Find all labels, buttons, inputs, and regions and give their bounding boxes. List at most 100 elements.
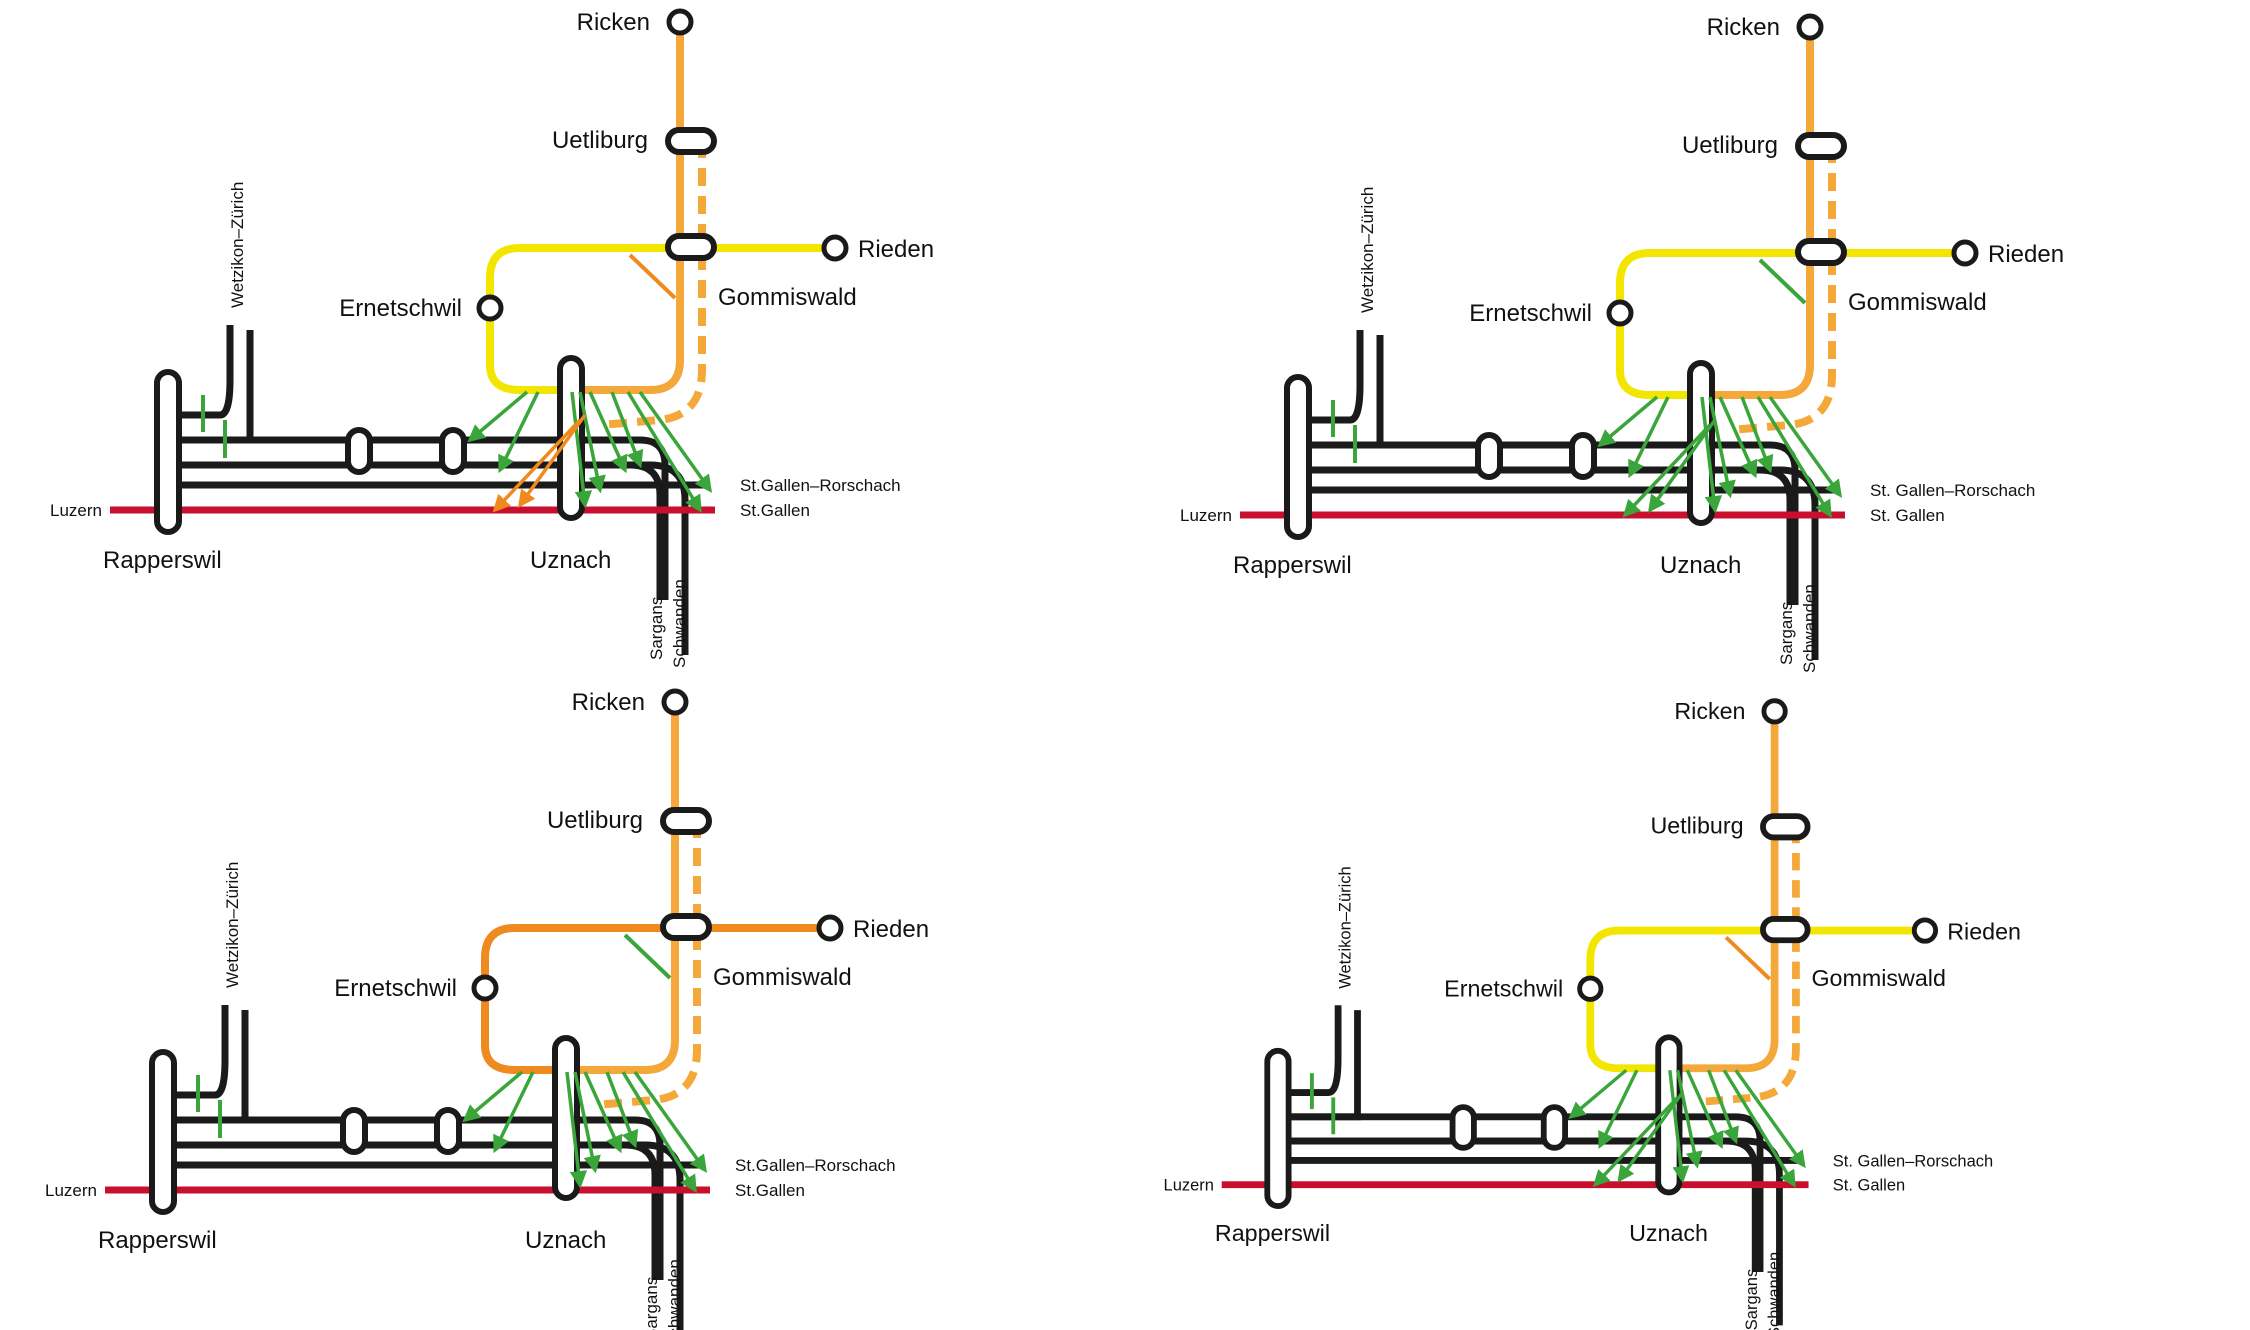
intermediate-station-1 xyxy=(345,427,373,475)
label-luzern: Luzern xyxy=(45,1181,97,1200)
rieden-station xyxy=(821,234,849,262)
uznach-station xyxy=(552,1035,580,1201)
label-st-gallen-rorschach: St. Gallen–Rorschach xyxy=(1870,481,2035,500)
uznach-transfer-arrows xyxy=(462,1070,708,1193)
panel-top-right: Ricken Uetliburg Rieden Gommiswald Ernet… xyxy=(1180,13,2064,673)
ricken-station xyxy=(666,8,694,36)
ricken-line-dashed xyxy=(599,140,706,429)
intermediate-station-1 xyxy=(1449,1104,1477,1151)
intermediate-station-2 xyxy=(434,1107,462,1155)
label-ernetschwil: Ernetschwil xyxy=(334,975,457,1002)
gommiswald-transfer-link xyxy=(1724,935,1772,981)
ernetschwil-station xyxy=(1577,975,1604,1002)
label-schwanden: Schwanden xyxy=(665,1259,684,1330)
panels: Ricken Uetliburg Rieden Gommiswald Ernet… xyxy=(45,8,2064,1330)
intermediate-station-2 xyxy=(1569,432,1597,480)
gommiswald-transfer-link xyxy=(628,253,677,300)
label-luzern: Luzern xyxy=(1180,506,1232,525)
gommiswald-station xyxy=(660,913,712,941)
label-sargans: Sargans xyxy=(642,1277,661,1330)
uetliburg-station xyxy=(660,807,712,835)
gommiswald-station xyxy=(1760,916,1811,944)
ernetschwil-loop xyxy=(481,924,685,1074)
label-st-gallen-rorschach: St.Gallen–Rorschach xyxy=(740,476,901,495)
label-rapperswil: Rapperswil xyxy=(103,547,222,574)
label-uznach: Uznach xyxy=(525,1227,606,1254)
ricken-station xyxy=(1796,13,1824,41)
rapperswil-station xyxy=(1264,1047,1292,1209)
panel-bottom-right: Ricken Uetliburg Rieden Gommiswald Ernet… xyxy=(1164,698,2021,1330)
ricken-line xyxy=(556,18,684,394)
label-ernetschwil: Ernetschwil xyxy=(339,295,462,322)
rapperswil-transfers xyxy=(201,395,227,458)
label-sargans: Sargans xyxy=(647,597,666,660)
rapperswil-transfers xyxy=(1309,1073,1336,1135)
label-rapperswil: Rapperswil xyxy=(1233,552,1352,579)
label-uznach: Uznach xyxy=(1660,552,1741,579)
label-gommiswald: Gommiswald xyxy=(1811,965,1945,991)
label-st-gallen: St.Gallen xyxy=(735,1181,805,1200)
uznach-transfer-arrows xyxy=(467,390,713,513)
ernetschwil-loop xyxy=(1586,926,1785,1073)
label-ricken: Ricken xyxy=(1707,14,1780,41)
label-uznach: Uznach xyxy=(530,547,611,574)
label-luzern: Luzern xyxy=(50,501,102,520)
label-st-gallen-rorschach: St. Gallen–Rorschach xyxy=(1833,1152,1993,1170)
rapperswil-transfers xyxy=(196,1075,222,1138)
label-rieden: Rieden xyxy=(1947,918,2021,944)
intermediate-station-1 xyxy=(340,1107,368,1155)
panel-top-left: Ricken Uetliburg Rieden Gommiswald Ernet… xyxy=(50,8,934,668)
rapperswil-station xyxy=(149,1049,177,1215)
uznach-station xyxy=(1655,1034,1683,1196)
label-uetliburg: Uetliburg xyxy=(547,807,643,834)
label-schwanden: Schwanden xyxy=(1800,584,1819,673)
intermediate-station-2 xyxy=(1540,1104,1568,1151)
label-st-gallen-rorschach: St.Gallen–Rorschach xyxy=(735,1156,896,1175)
label-sargans: Sargans xyxy=(1777,602,1796,665)
ernetschwil-loop xyxy=(1616,249,1820,399)
ricken-line xyxy=(1654,707,1779,1073)
label-ricken: Ricken xyxy=(577,9,650,36)
uetliburg-station xyxy=(1795,132,1847,160)
rieden-station xyxy=(1951,239,1979,267)
uznach-station xyxy=(1687,360,1715,526)
label-uznach: Uznach xyxy=(1629,1220,1708,1246)
uznach-station xyxy=(557,355,585,521)
ernetschwil-station xyxy=(476,294,504,322)
rapperswil-station xyxy=(1284,374,1312,540)
uznach-transfer-arrows xyxy=(1568,1068,1806,1188)
gommiswald-station xyxy=(1795,238,1847,266)
ricken-line xyxy=(1686,23,1814,399)
cross-transfer-arrows xyxy=(492,413,587,513)
uznach-transfer-arrows xyxy=(1597,395,1843,518)
main-tracks xyxy=(1289,1005,1804,1326)
label-st-gallen: St. Gallen xyxy=(1833,1177,1905,1195)
label-ricken: Ricken xyxy=(1674,698,1745,724)
main-tracks xyxy=(1310,330,1840,660)
intermediate-station-2 xyxy=(439,427,467,475)
label-st-gallen: St.Gallen xyxy=(740,501,810,520)
label-wetzikon-zurich: Wetzikon–Zürich xyxy=(1337,866,1355,988)
label-wetzikon-zurich: Wetzikon–Zürich xyxy=(1358,187,1377,313)
label-uetliburg: Uetliburg xyxy=(1650,813,1743,839)
main-tracks xyxy=(175,1005,705,1330)
intermediate-station-1 xyxy=(1475,432,1503,480)
cross-transfer-arrows xyxy=(1622,418,1717,518)
label-ricken: Ricken xyxy=(572,689,645,716)
rapperswil-transfers xyxy=(1331,400,1357,463)
label-gommiswald: Gommiswald xyxy=(1848,289,1987,316)
label-wetzikon-zurich: Wetzikon–Zürich xyxy=(223,862,242,988)
label-schwanden: Schwanden xyxy=(1765,1252,1783,1330)
ricken-station xyxy=(661,688,689,716)
gommiswald-transfer-link xyxy=(623,933,672,980)
uetliburg-station xyxy=(665,127,717,155)
rieden-station xyxy=(1911,917,1939,944)
cross-transfer-arrows xyxy=(1592,1091,1684,1188)
label-rapperswil: Rapperswil xyxy=(1215,1220,1330,1246)
label-gommiswald: Gommiswald xyxy=(718,284,857,311)
label-gommiswald: Gommiswald xyxy=(713,964,852,991)
label-uetliburg: Uetliburg xyxy=(1682,132,1778,159)
ricken-line xyxy=(551,698,679,1074)
label-schwanden: Schwanden xyxy=(670,579,689,668)
